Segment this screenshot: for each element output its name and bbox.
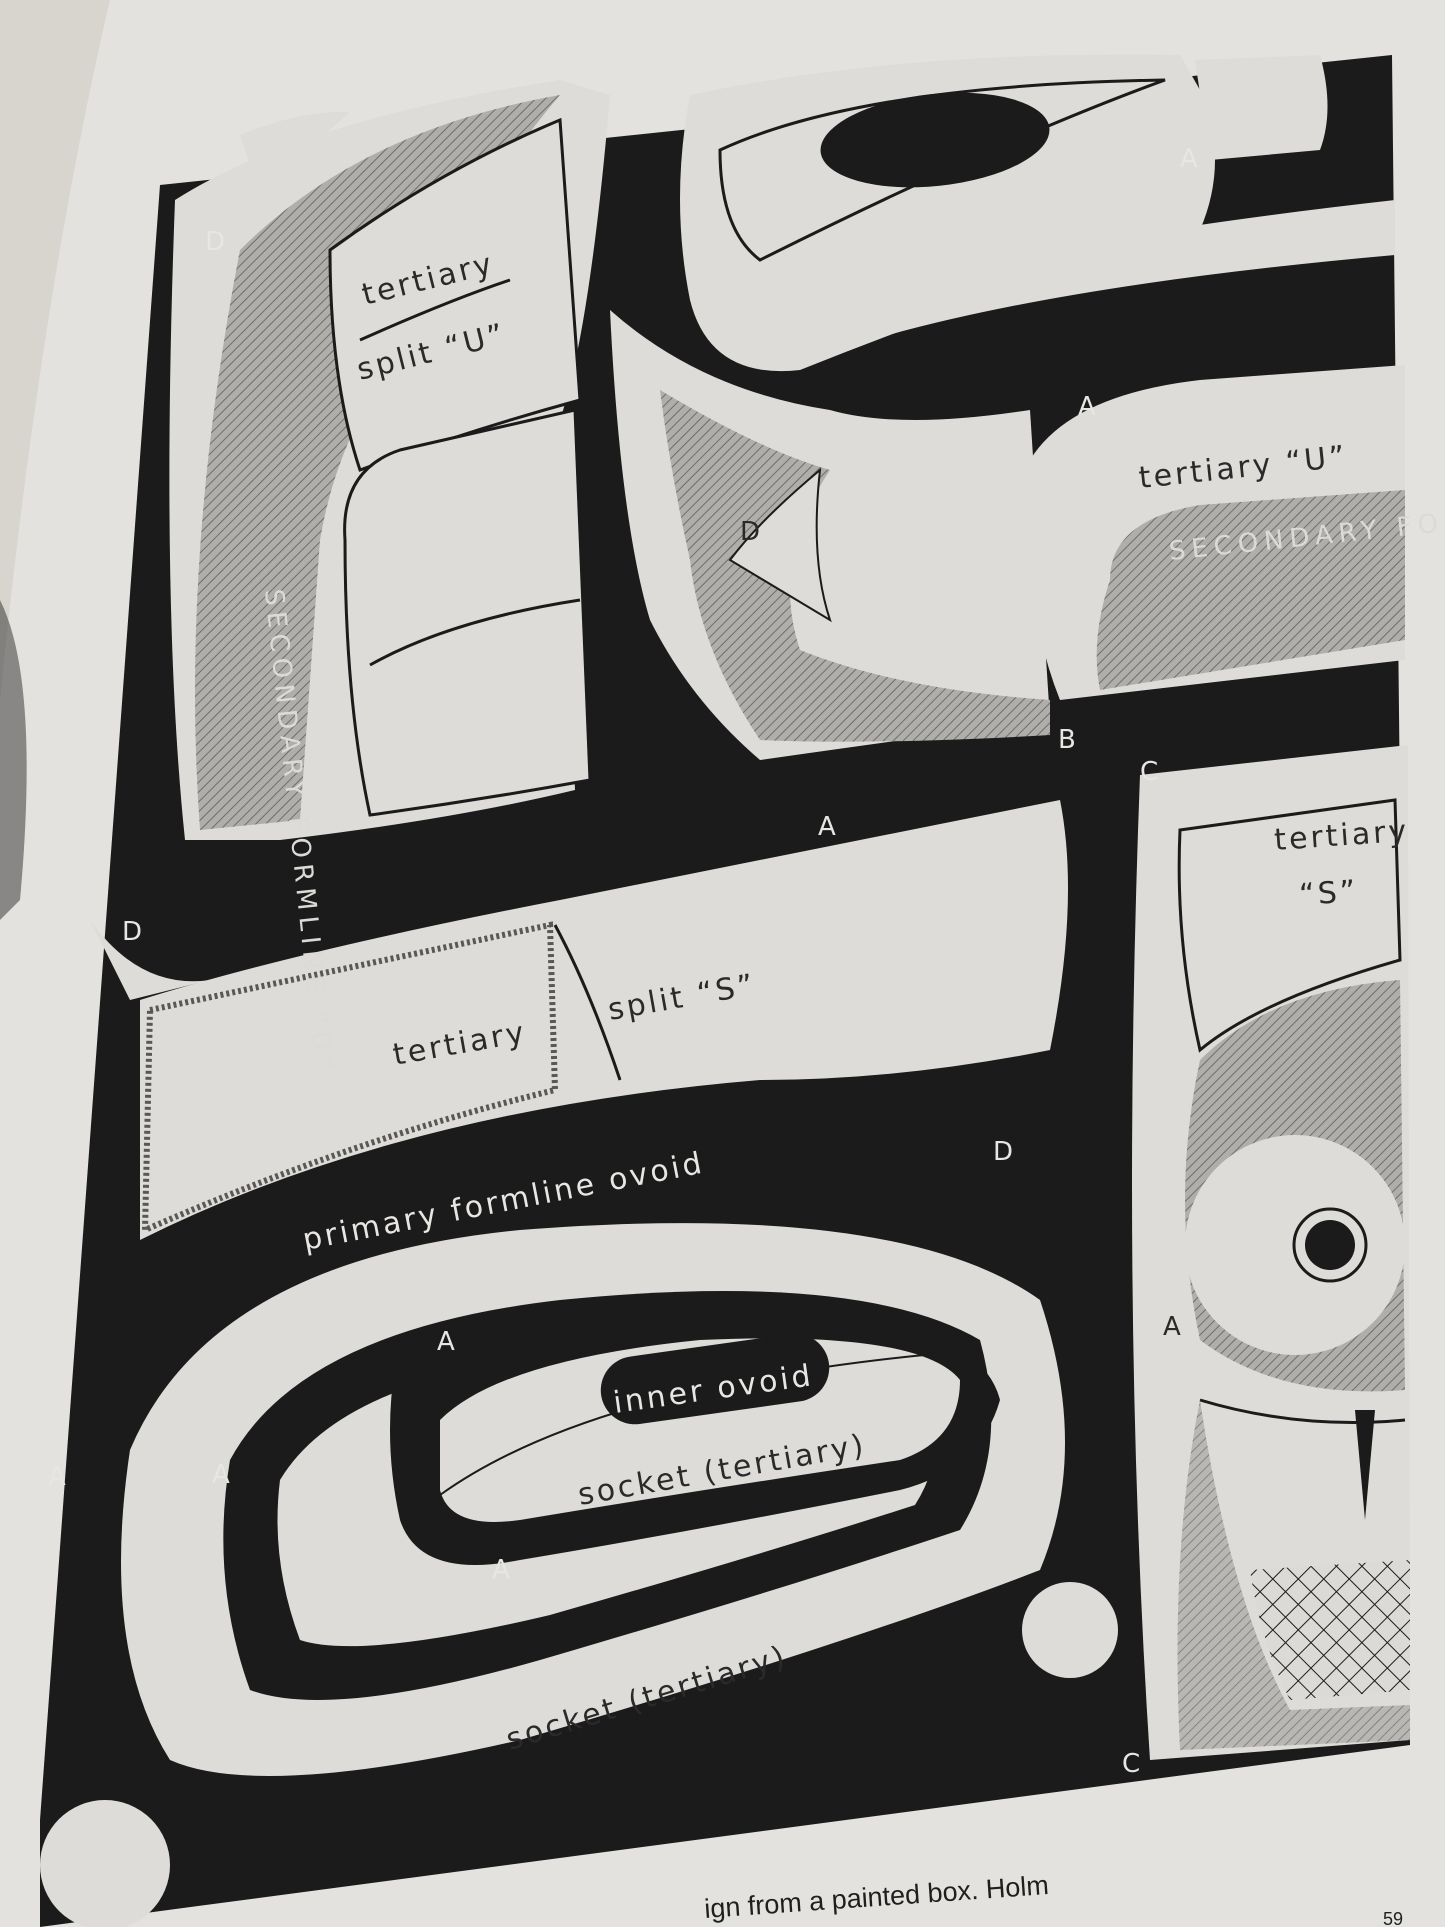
bottom-left-circle	[40, 1800, 170, 1927]
point-a: A	[818, 812, 836, 842]
secondary-formline-u-right	[1096, 490, 1405, 690]
point-b: B	[1058, 725, 1076, 755]
tertiary-s-shape	[1177, 798, 1402, 1053]
bottom-right-circle	[1022, 1582, 1118, 1678]
right-lower-hatch	[1177, 1400, 1410, 1750]
middle-band-hatch-edge	[141, 921, 559, 1235]
point-a: A	[437, 1327, 455, 1357]
inner-ovoid	[600, 1333, 830, 1425]
eye-pupil	[1305, 1220, 1355, 1270]
point-d: D	[993, 1137, 1013, 1167]
top-left-corner-piece	[240, 111, 350, 165]
secondary-formline-middle	[660, 390, 1050, 742]
point-c: C	[1140, 757, 1158, 787]
point-markers: A A A A A A A A B C C D D D D	[48, 144, 1198, 1779]
inner-socket	[440, 1338, 960, 1522]
secondary-formline-left	[195, 95, 560, 830]
point-d: D	[740, 517, 760, 547]
tertiary-lower-left-shape	[343, 408, 592, 817]
point-a: A	[48, 1462, 66, 1492]
label-tertiary-s-line2: “S”	[1298, 874, 1359, 913]
split-s-divider	[553, 924, 622, 1081]
page-number: 59	[1383, 1909, 1403, 1927]
right-relief-line	[1199, 1398, 1406, 1424]
page-edge-shadow	[0, 600, 27, 920]
split-u-line	[359, 278, 511, 342]
point-d: D	[122, 917, 142, 947]
top-right-corner-piece	[1195, 55, 1328, 160]
point-c: C	[1122, 1749, 1140, 1779]
middle-band-panel	[140, 800, 1068, 1240]
point-a: A	[1180, 144, 1198, 174]
point-a: A	[212, 1460, 230, 1490]
crosshatch-area	[1250, 1560, 1410, 1700]
upper-inner-ovoid	[820, 92, 1050, 188]
point-a: A	[492, 1555, 510, 1585]
point-a: A	[1163, 1312, 1181, 1342]
upper-head-lower-band	[800, 200, 1395, 360]
middle-relief	[728, 467, 832, 623]
tertiary-split-u-shape	[328, 117, 582, 472]
right-relief-spike	[1355, 1410, 1375, 1520]
lower-left-relief-line	[369, 598, 581, 667]
left-small-relief	[90, 920, 210, 1000]
point-a: A	[1078, 392, 1096, 422]
point-d: D	[205, 227, 225, 257]
